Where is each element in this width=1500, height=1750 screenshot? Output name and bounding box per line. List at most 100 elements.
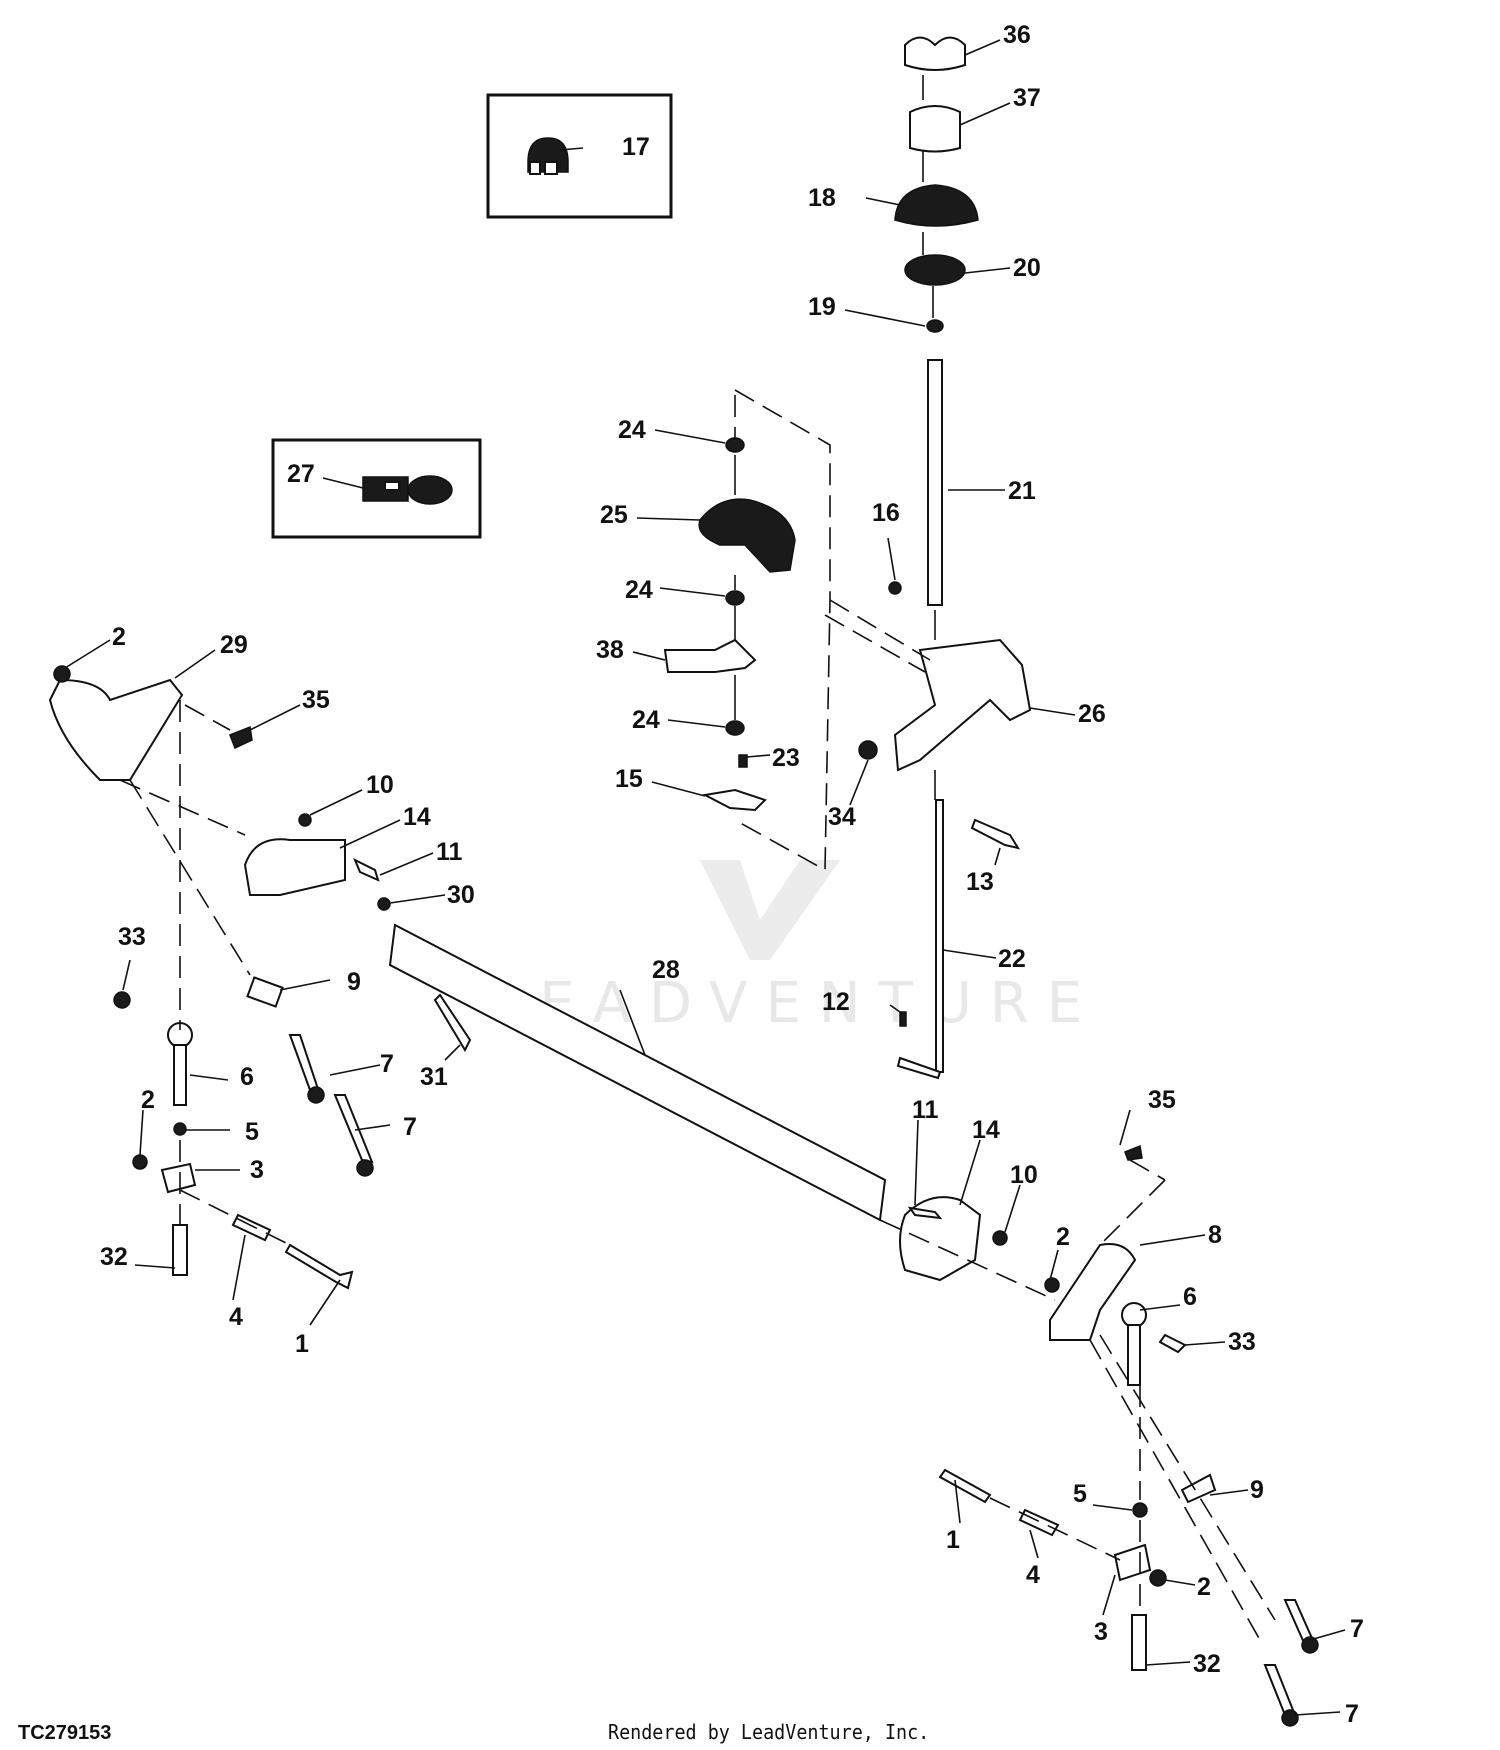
callout-38: 38 [596, 636, 624, 664]
callout-3: 3 [1094, 1618, 1108, 1646]
inset-box-17 [486, 93, 673, 219]
callout-7: 7 [380, 1050, 394, 1078]
callout-11: 11 [912, 1096, 939, 1124]
part-2-right-icon [1044, 1277, 1060, 1293]
part-36-icon [904, 36, 966, 71]
part-28-axle-icon [388, 923, 887, 1222]
callout-6: 6 [1183, 1283, 1197, 1311]
callout-31: 31 [420, 1063, 448, 1091]
callout-9: 9 [1250, 1476, 1264, 1504]
callout-24: 24 [625, 576, 653, 604]
part-9-right-icon [1180, 1473, 1217, 1504]
watermark-logo-icon [700, 860, 840, 960]
callout-26: 26 [1078, 700, 1106, 728]
callout-32: 32 [1193, 1650, 1221, 1678]
callout-4: 4 [229, 1303, 243, 1331]
part-14-icon [243, 838, 346, 896]
part-11-right-icon [907, 1206, 943, 1220]
callout-10: 10 [366, 771, 394, 799]
left-linkage [48, 665, 391, 1290]
part-21-shaft-icon [927, 359, 943, 606]
callout-32: 32 [100, 1243, 128, 1271]
part-1-icon [284, 1243, 354, 1290]
callout-24: 24 [632, 706, 660, 734]
part-15-icon [701, 788, 767, 812]
part-18-icon [894, 184, 979, 227]
part-6-right-icon [1121, 1302, 1147, 1328]
callout-25: 25 [600, 501, 628, 529]
callout-2: 2 [112, 623, 126, 651]
part-10-right-icon [992, 1230, 1008, 1246]
part-5-icon [173, 1122, 187, 1136]
callout-34: 34 [828, 803, 856, 831]
part-23-icon [738, 754, 748, 768]
part-17-icon [527, 137, 569, 175]
callout-10: 10 [1010, 1161, 1038, 1189]
callout-20: 20 [1013, 254, 1041, 282]
part-13-icon [970, 818, 1021, 850]
callout-27: 27 [287, 460, 315, 488]
callout-23: 23 [772, 744, 800, 772]
callout-14: 14 [972, 1116, 1000, 1144]
part-27-icon [362, 475, 453, 505]
part-26-icon [893, 638, 1032, 772]
part-12-icon [899, 1011, 907, 1027]
part-24-icon [725, 437, 745, 453]
callout-5: 5 [1073, 1480, 1087, 1508]
part-11-icon [353, 857, 380, 882]
callout-30: 30 [447, 881, 475, 909]
callout-2: 2 [1197, 1573, 1211, 1601]
part-9-icon [246, 976, 284, 1008]
part-1-right-icon [938, 1468, 992, 1504]
part-32-right-icon [1131, 1614, 1147, 1671]
callout-35: 35 [302, 686, 330, 714]
callout-2: 2 [1056, 1223, 1070, 1251]
leader-lines [64, 39, 1346, 1716]
callout-8: 8 [1208, 1221, 1222, 1249]
part-19-icon [926, 319, 944, 333]
part-7-icon [288, 1034, 322, 1097]
part-3-right-icon [1113, 1543, 1152, 1582]
callout-12: 12 [822, 988, 850, 1016]
callout-36: 36 [1003, 21, 1031, 49]
part-33-icon [113, 991, 131, 1009]
part-2-right-lower-icon [1149, 1569, 1167, 1587]
part-22-rod-icon [935, 799, 944, 1073]
callout-2: 2 [141, 1086, 155, 1114]
callout-28: 28 [652, 956, 680, 984]
gear-assembly [663, 389, 931, 872]
callout-33: 33 [118, 923, 146, 951]
part-30-icon [377, 897, 391, 911]
part-10-icon [298, 813, 312, 827]
axle-28 [388, 923, 887, 1222]
figure-id: TC279153 [18, 1722, 112, 1744]
callout-18: 18 [808, 184, 836, 212]
part-32-icon [172, 1224, 188, 1276]
callout-21: 21 [1008, 477, 1036, 505]
callout-9: 9 [347, 968, 361, 996]
callout-22: 22 [998, 945, 1026, 973]
callout-14: 14 [403, 803, 431, 831]
steering-column-assembly [858, 36, 1032, 1080]
callout-5: 5 [245, 1118, 259, 1146]
callout-1: 1 [295, 1330, 309, 1358]
part-4-right-icon [1018, 1508, 1060, 1537]
callout-7: 7 [1350, 1615, 1364, 1643]
part-35-right-icon [1124, 1144, 1143, 1161]
part-38-icon [663, 638, 757, 673]
callout-35: 35 [1148, 1086, 1176, 1114]
part-33-right-icon [1158, 1333, 1187, 1354]
part-16-icon [888, 581, 902, 595]
part-3-icon [160, 1162, 197, 1194]
part-25-icon [698, 498, 796, 573]
callout-1: 1 [946, 1526, 960, 1554]
right-linkage [879, 1144, 1319, 1727]
callout-19: 19 [808, 293, 836, 321]
part-20-icon [904, 254, 966, 286]
callout-labels: 36 37 18 20 19 17 27 24 25 24 38 24 23 1… [100, 21, 1364, 1728]
part-5-right-icon [1132, 1502, 1148, 1518]
callout-6: 6 [240, 1063, 254, 1091]
part-31-icon [433, 993, 472, 1053]
callout-13: 13 [966, 868, 994, 896]
